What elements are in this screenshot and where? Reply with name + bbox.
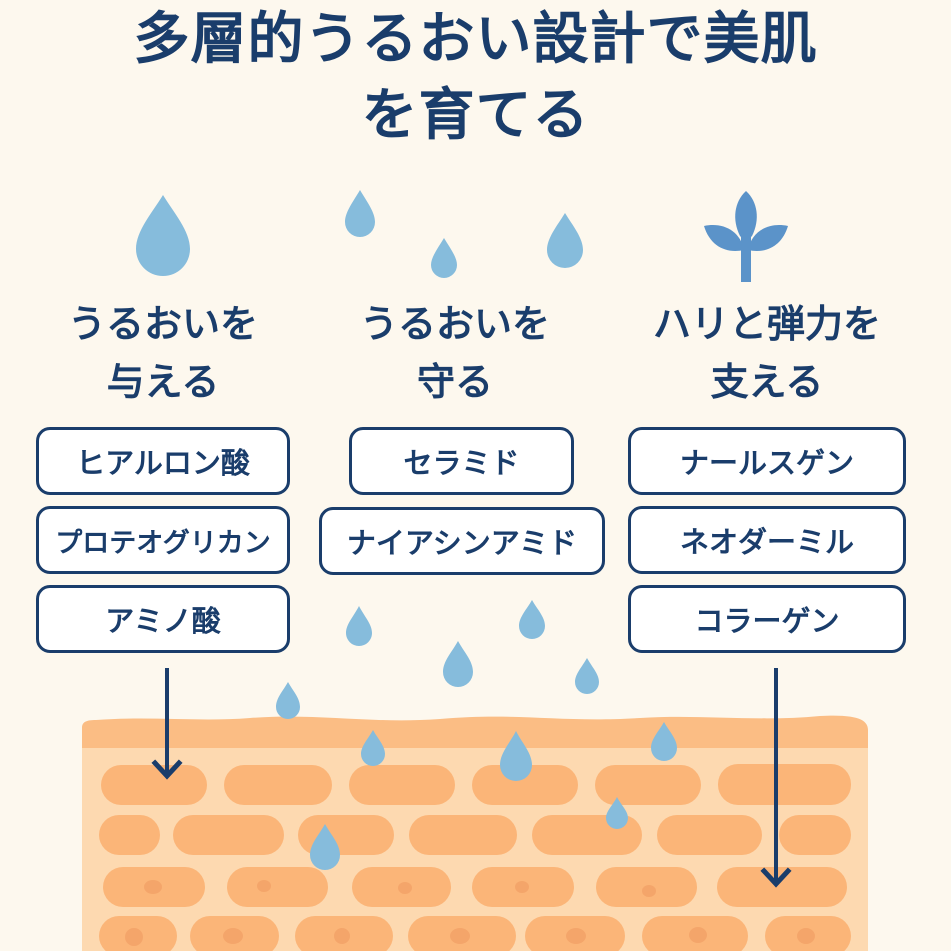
ingredient-pill-neodermyl: ネオダーミル [628, 506, 906, 574]
sprout-icon [700, 188, 792, 284]
heading-give-moisture-line-2: 与える [106, 360, 220, 404]
heading-protect-moisture-line-1: うるおいを [359, 302, 550, 346]
ingredient-pill-nalsgen: ナールスゲン [628, 427, 906, 495]
page-title-line-2: を育てる [361, 83, 590, 148]
ingredient-pill-proteoglycan: プロテオグリカン [36, 506, 290, 574]
falling-droplets [276, 600, 677, 870]
heading-support-firmness-line-2: 支える [710, 360, 824, 404]
right-arrow-icon [760, 668, 792, 888]
ingredient-pill-ceramide: セラミド [349, 427, 574, 495]
heading-support-firmness-line-1: ハリと弾力を [652, 302, 881, 346]
skin-surface-band [82, 715, 868, 748]
heading-protect-moisture-line-2: 守る [416, 360, 493, 404]
ingredient-pill-hyaluronic-acid: ヒアルロン酸 [36, 427, 290, 495]
ingredient-pill-niacinamide: ナイアシンアミド [319, 507, 605, 575]
water-drop-icon [134, 193, 192, 277]
heading-give-moisture-line-1: うるおいを [67, 302, 258, 346]
ingredient-pill-collagen: コラーゲン [628, 585, 906, 653]
ingredient-pill-amino-acid: アミノ酸 [36, 585, 290, 653]
page-title-line-1: 多層的うるおい設計で美肌 [133, 7, 818, 72]
left-arrow-icon [151, 668, 183, 780]
water-drops-icon [340, 188, 590, 283]
skin-layer-illustration [0, 590, 951, 951]
